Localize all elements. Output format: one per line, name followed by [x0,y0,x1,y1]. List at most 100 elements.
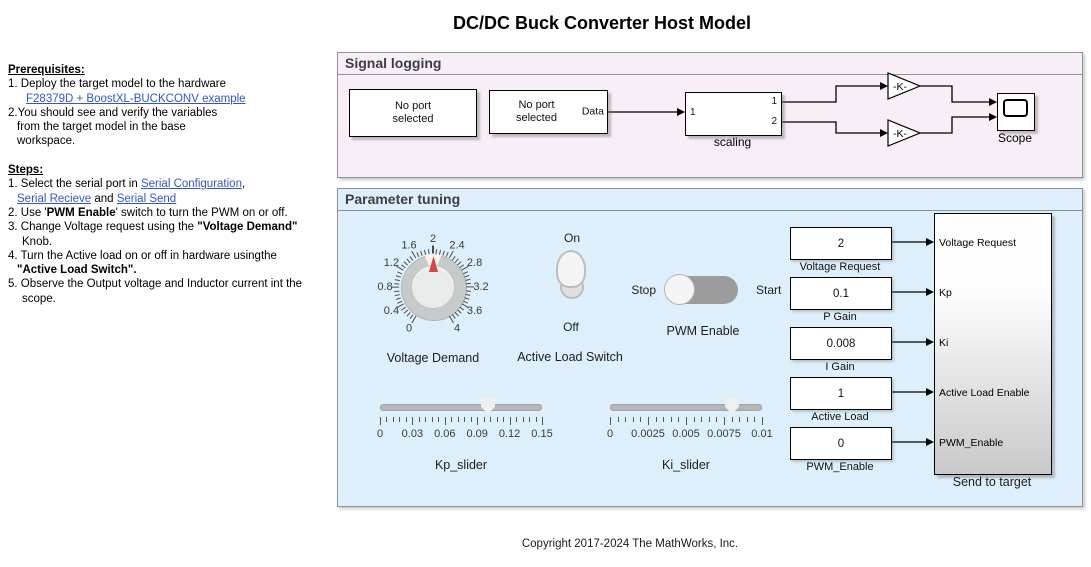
knob-scale-label: 3.2 [473,281,489,293]
model-title: DC/DC Buck Converter Host Model [452,13,752,33]
slider-tick-label: 0 [376,428,384,440]
slider-ruler-tick [625,417,627,422]
slider-ruler-tick [535,417,537,422]
parameter-tuning-title: Parameter tuning [338,189,1082,211]
instruction-text: Knob. [22,235,53,248]
slider-ruler-tick [762,417,763,425]
scaling-block-label: scaling [713,135,752,149]
kp-slider-thumb[interactable] [481,398,495,414]
slider-ruler-tick [412,417,414,425]
slider-tick-label: 0.06 [434,428,456,440]
pwm-enable-field[interactable]: 0 [790,427,892,460]
ki-slider[interactable] [610,404,762,411]
kp-slider[interactable] [380,404,542,411]
i-gain-field-label: I Gain [825,361,855,373]
instruction-line: scope. [8,292,338,306]
instructions: Prerequisites:1. Deploy the target model… [8,63,338,306]
slider-tick-label: 0.09 [466,428,488,440]
slider-ruler-tick [739,417,741,422]
instruction-text: "Voltage Demand" [197,221,298,234]
voltage-request-field[interactable]: 2 [790,227,892,260]
slider-ruler-tick [431,417,433,422]
pwm-switch-knob[interactable] [664,274,695,305]
instruction-line: Serial Recieve and Serial Send [8,192,338,206]
instruction-text: workspace. [17,135,76,148]
knob-tick [432,245,434,254]
slider-ruler-tick [418,417,420,422]
instruction-text: 3. Change Voltage request using the [8,221,198,234]
slider-ruler-tick [438,417,440,422]
scope-block-label: Scope [997,131,1033,145]
knob-scale-label: 2.4 [449,239,465,252]
instruction-line: "Active Load Switch". [8,263,338,277]
instruction-line: Steps: [8,163,338,177]
instruction-line: Prerequisites: [8,63,338,77]
pwm-enable-caption: PWM Enable [666,324,740,338]
instruction-link[interactable]: Serial Send [116,192,177,205]
instruction-link[interactable]: Serial Configuration [140,178,242,191]
i-gain-value: 0.008 [826,337,856,350]
active-load-switch[interactable] [556,250,586,299]
pwm-enable-value: 0 [837,437,845,450]
slider-ruler-tick [708,417,710,422]
active-load-off-label: Off [563,320,579,334]
kp-slider-caption: Kp_slider [434,458,488,472]
slider-tick-label: 0 [606,428,614,440]
slider-ruler-tick [451,417,453,422]
instruction-line: 1. Select the serial port in Serial Conf… [8,177,338,191]
i-gain-field[interactable]: 0.008 [790,327,892,360]
instruction-text: PWM Enable [46,206,116,219]
knob-scale-label: 0.8 [377,281,393,293]
serial-receive-data-port: Data [581,105,604,118]
knob-scale-label: 0 [405,322,413,335]
instruction-text: , [241,178,246,191]
voltage-demand-caption: Voltage Demand [386,351,480,365]
slider-ruler-tick [477,417,479,425]
instruction-text: 1. Deploy the target model to the hardwa… [8,78,226,91]
instruction-line: 3. Change Voltage request using the "Vol… [8,220,338,234]
instruction-line [8,149,338,163]
slider-ruler-tick [693,417,695,422]
knob-tick [391,286,400,288]
instruction-line: Knob. [8,235,338,249]
slider-ruler-tick [529,417,531,422]
knob-scale-label: 2.8 [466,257,483,269]
p-gain-field[interactable]: 0.1 [790,277,892,310]
slider-ruler-tick [399,417,401,422]
serial-receive-label: No port selected [516,99,557,124]
instruction-line: 5. Observe the Output voltage and Induct… [8,277,338,291]
slider-ruler-tick [724,417,725,425]
instruction-link[interactable]: Serial Recieve [17,192,92,205]
instruction-text: 4. Turn the Active load on or off in har… [8,249,277,262]
slider-ruler-tick [496,417,498,422]
knob-scale-label: 1.6 [401,239,417,252]
slider-ruler-tick [464,417,466,422]
slider-ruler-tick [754,417,756,422]
slider-ruler-tick [392,417,394,422]
send-to-target-caption: Send to target [952,475,1032,489]
pwm-start-label: Start [756,283,782,297]
knob-tick [394,289,400,292]
slider-ruler-tick [425,417,427,422]
active-load-value: 1 [837,387,845,400]
instruction-link[interactable]: F28379D + BoostXL-BUCKCONV example [26,92,246,105]
instruction-line: 1. Deploy the target model to the hardwa… [8,77,338,91]
send-to-target-port-label: Ki [939,337,949,349]
slider-ruler-tick [509,417,511,425]
instruction-text: 2.You should see and verify the variable… [8,106,218,119]
instruction-text: and [91,192,117,205]
slider-ruler-tick [386,417,388,422]
ki-slider-thumb[interactable] [725,398,739,414]
scaling-subsystem-block[interactable]: 1 1 2 [685,92,782,136]
active-load-field-label: Active Load [811,411,869,423]
serial-receive-block[interactable]: No port selected Data [489,90,608,134]
slider-ruler-tick [522,417,524,422]
instruction-line: workspace. [8,134,338,148]
instruction-text: from the target model in the base [17,121,186,134]
active-load-field[interactable]: 1 [790,377,892,410]
instruction-line: F28379D + BoostXL-BUCKCONV example [8,92,338,106]
serial-configuration-block[interactable]: No port selected [349,89,477,137]
slider-tick-label: 0.12 [498,428,521,440]
